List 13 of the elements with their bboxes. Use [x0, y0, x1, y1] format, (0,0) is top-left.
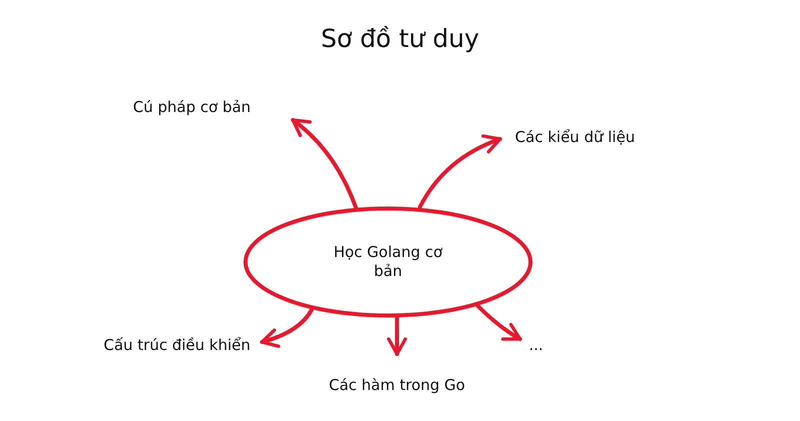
arrow	[290, 118, 358, 210]
arrow	[418, 134, 502, 209]
topic-label: Cấu trúc điều khiển	[104, 336, 250, 354]
title: Sơ đồ tư duy	[320, 24, 480, 53]
arrow	[476, 304, 522, 342]
central-topic-label: Học Golang cơ bản	[333, 243, 443, 281]
topic-label: Các kiểu dữ liệu	[515, 128, 635, 146]
ellipse-node	[243, 206, 533, 318]
arrow	[260, 307, 314, 348]
topic-label: Các hàm trong Go	[328, 376, 466, 394]
topic-label: Cú pháp cơ bản	[133, 98, 251, 116]
topic-label: ...	[528, 336, 544, 354]
arrow	[387, 316, 407, 356]
